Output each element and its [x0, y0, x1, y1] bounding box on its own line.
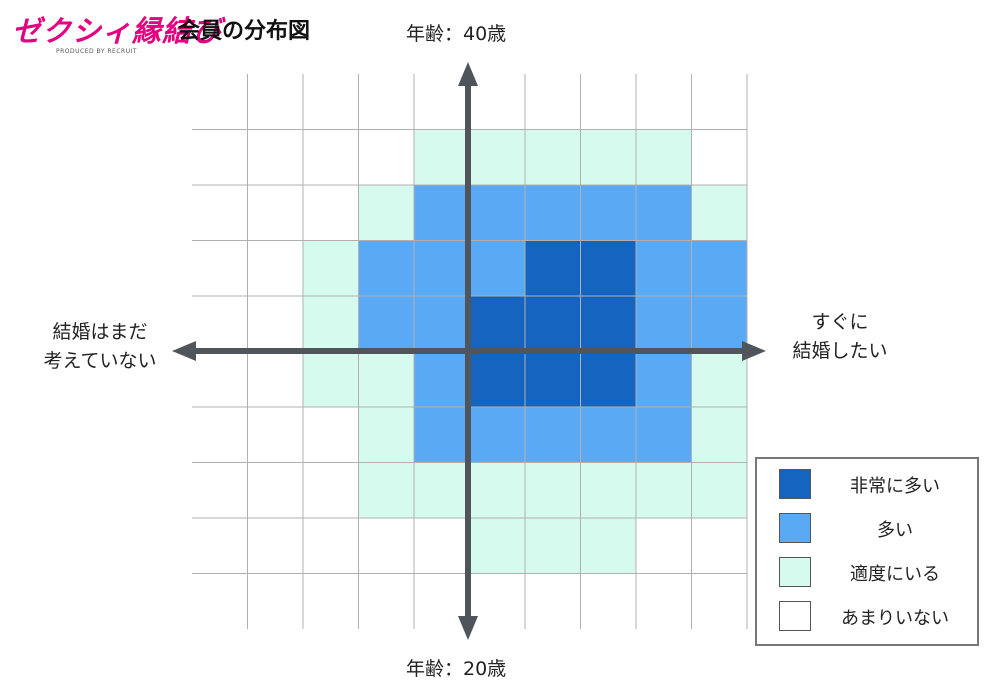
grid-cell-r3-c9: [691, 240, 747, 296]
grid-cell-r4-c5: [469, 296, 525, 352]
legend-item-very-many: 非常に多い: [779, 469, 969, 499]
arrow-right-icon: [742, 341, 766, 361]
grid-cell-r7-c5: [469, 462, 525, 518]
grid-cell-r6-c9: [691, 407, 747, 463]
axis-label-left-line1: 結婚はまだ: [52, 321, 148, 343]
legend-item-moderate: 適度にいる: [779, 557, 969, 587]
arrow-left-icon: [172, 341, 196, 361]
grid-cell-r4-c9: [691, 296, 747, 352]
legend-label-few: あまりいない: [841, 608, 949, 629]
axis-label-left: 結婚はまだ 考えていない: [30, 318, 170, 377]
grid-cell-r7-c7: [580, 462, 636, 518]
grid-cell-r1-c7: [580, 129, 636, 185]
grid-cell-r5-c4: [414, 351, 470, 407]
grid-cell-r5-c3: [358, 351, 414, 407]
axis-label-left-line2: 考えていない: [43, 350, 157, 373]
grid-cell-r8-c5: [469, 518, 525, 574]
grid-cell-r5-c9: [691, 351, 747, 407]
legend-swatch-very-many: [779, 469, 811, 499]
grid-cell-r4-c8: [636, 296, 692, 352]
grid-cell-r2-c8: [636, 185, 692, 241]
page-title: 会員の分布図: [178, 19, 311, 44]
legend-label-moderate: 適度にいる: [850, 564, 940, 585]
grid-cell-r7-c6: [525, 462, 581, 518]
grid-cell-r4-c2: [303, 296, 359, 352]
grid-cells: [303, 129, 747, 574]
grid-cell-r6-c8: [636, 407, 692, 463]
legend-swatch-few: [779, 601, 811, 631]
legend-label-very-many: 非常に多い: [850, 476, 940, 497]
axes-arrows: [172, 62, 766, 640]
logo-text: ゼクシィ縁結び: [12, 14, 223, 48]
legend: 非常に多い 多い 適度にいる あまりいない: [755, 457, 979, 646]
grid-cell-r3-c6: [525, 240, 581, 296]
arrow-down-icon: [458, 616, 478, 640]
grid-cell-r7-c3: [358, 462, 414, 518]
grid-cell-r3-c7: [580, 240, 636, 296]
grid-cell-r6-c3: [358, 407, 414, 463]
grid-cell-r2-c3: [358, 185, 414, 241]
grid-cell-r1-c5: [469, 129, 525, 185]
axis-label-right: すぐに 結婚したい: [775, 308, 905, 367]
legend-label-many: 多い: [877, 520, 913, 541]
grid-cell-r6-c6: [525, 407, 581, 463]
grid-cell-r2-c6: [525, 185, 581, 241]
arrow-up-icon: [458, 62, 478, 86]
legend-swatch-many: [779, 513, 811, 543]
grid-cell-r8-c7: [580, 518, 636, 574]
grid-cell-r4-c6: [525, 296, 581, 352]
grid-cell-r1-c4: [414, 129, 470, 185]
grid-cell-r2-c7: [580, 185, 636, 241]
logo-subtitle: PRODUCED BY RECRUIT: [56, 48, 138, 55]
grid-cell-r3-c2: [303, 240, 359, 296]
grid-cell-r3-c5: [469, 240, 525, 296]
grid-cell-r4-c4: [414, 296, 470, 352]
grid-cell-r2-c4: [414, 185, 470, 241]
grid-cell-r3-c8: [636, 240, 692, 296]
grid-cell-r6-c4: [414, 407, 470, 463]
legend-item-few: あまりいない: [779, 601, 969, 631]
grid-cell-r7-c9: [691, 462, 747, 518]
axis-label-top: 年齢：40歳: [406, 23, 507, 45]
grid-cell-r5-c6: [525, 351, 581, 407]
grid-cell-r4-c3: [358, 296, 414, 352]
grid-cell-r5-c8: [636, 351, 692, 407]
grid-cell-r3-c4: [414, 240, 470, 296]
grid-cell-r6-c7: [580, 407, 636, 463]
legend-item-many: 多い: [779, 513, 969, 543]
axis-label-bottom: 年齢：20歳: [406, 658, 507, 680]
grid-cell-r6-c5: [469, 407, 525, 463]
legend-swatch-moderate: [779, 557, 811, 587]
grid-cell-r1-c6: [525, 129, 581, 185]
grid-cell-r2-c5: [469, 185, 525, 241]
grid-cell-r5-c7: [580, 351, 636, 407]
grid-cell-r4-c7: [580, 296, 636, 352]
grid-cell-r5-c2: [303, 351, 359, 407]
grid-cell-r1-c8: [636, 129, 692, 185]
axis-label-right-line2: 結婚したい: [792, 340, 888, 363]
grid-cell-r2-c9: [691, 185, 747, 241]
grid-cell-r3-c3: [358, 240, 414, 296]
axis-label-right-line1: すぐに: [811, 311, 869, 333]
grid-cell-r8-c6: [525, 518, 581, 574]
grid-cell-r5-c5: [469, 351, 525, 407]
grid-cell-r7-c4: [414, 462, 470, 518]
grid-cell-r7-c8: [636, 462, 692, 518]
